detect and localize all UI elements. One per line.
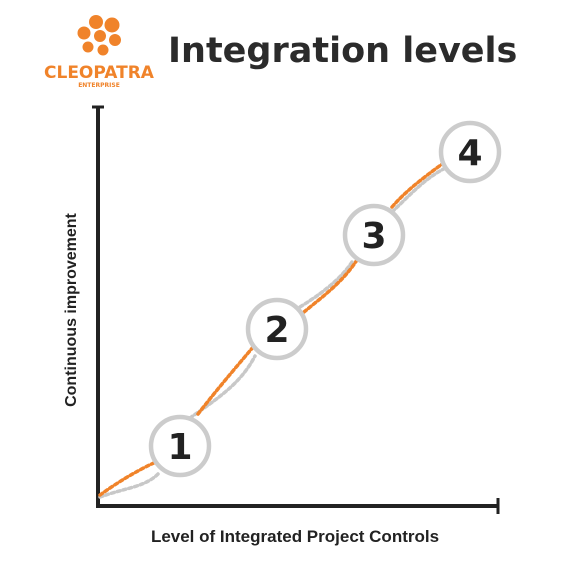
level-marker-4: 4 [438,120,502,184]
axes [92,105,500,514]
orange-path-segment [390,160,447,209]
level-number: 2 [264,310,289,351]
logo-name: CLEOPATRA [44,63,155,83]
orange-path-segment [196,344,256,416]
level-marker-3: 3 [342,203,406,267]
grey-path-segment [390,164,452,214]
logo-circles-icon [77,15,121,56]
orange-path-segment [302,258,359,314]
orange-path-segment [98,460,158,497]
level-number: 1 [167,427,192,468]
level-number: 3 [361,216,386,257]
level-number: 4 [457,133,482,174]
logo-tagline: ENTERPRISE [78,82,120,89]
grey-path-segment [98,472,160,499]
progress-paths [98,160,452,499]
grey-path-segment [188,354,257,420]
page-title: Integration levels [168,31,517,71]
level-marker-1: 1 [148,414,212,478]
level-marker-2: 2 [245,297,309,361]
cleopatra-logo: CLEOPATRA ENTERPRISE [44,15,155,89]
grey-path-segment [293,260,354,312]
y-axis-label: Continuous improvement [63,212,80,406]
x-axis-label: Level of Integrated Project Controls [151,527,439,546]
